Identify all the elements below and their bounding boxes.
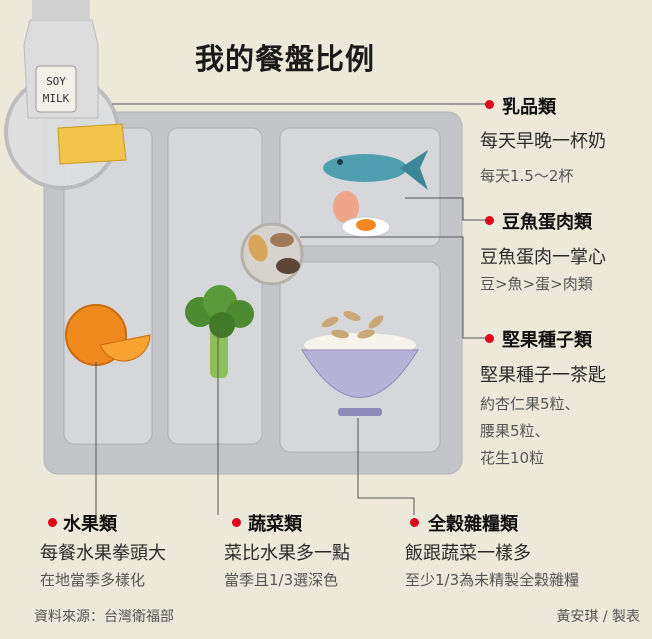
fruit-line1: 每餐水果拳頭大: [40, 543, 166, 564]
dairy-line1: 每天早晚一杯奶: [480, 131, 606, 152]
bullet-dot: [485, 216, 494, 225]
page-title: 我的餐盤比例: [195, 42, 376, 76]
bullet-dot: [485, 100, 494, 109]
source-note: 資料來源：台灣衛福部: [34, 609, 174, 625]
carton-text-milk: MILK: [43, 92, 70, 105]
bullet-dot: [410, 518, 419, 527]
egg-icon: [333, 191, 391, 238]
dairy-line2: 每天1.5～2杯: [480, 167, 574, 185]
nuts-line3: 腰果5粒、: [480, 422, 550, 440]
veg-line1: 菜比水果多一點: [224, 543, 350, 564]
protein-line2: 豆>魚>蛋>肉類: [480, 275, 593, 293]
protein-label: 豆魚蛋肉類: [502, 212, 592, 233]
nuts-label: 堅果種子類: [502, 330, 592, 351]
protein-line1: 豆魚蛋肉一掌心: [480, 247, 606, 268]
veg-label: 蔬菜類: [248, 514, 302, 535]
broccoli-icon: [185, 285, 254, 378]
bullet-dot: [48, 518, 57, 527]
nuts-line1: 堅果種子一茶匙: [480, 365, 606, 386]
cheese-icon: [57, 123, 127, 165]
soy-milk-carton-icon: SOY MILK: [23, 0, 99, 119]
fruit-label: 水果類: [63, 514, 117, 535]
nuts-line4: 花生10粒: [480, 449, 545, 467]
grain-line2: 至少1/3為未精製全穀雜糧: [405, 571, 580, 589]
rice-bowl-icon: [301, 311, 419, 416]
bullet-dot: [232, 518, 241, 527]
credit-note: 黃安琪 / 製表: [556, 609, 640, 625]
tray-compartment-protein: [279, 127, 441, 247]
veg-line2: 當季且1/3選深色: [224, 571, 339, 589]
carton-text-soy: SOY: [46, 75, 66, 88]
orange-icon: [65, 304, 151, 366]
dairy-label: 乳品類: [502, 97, 556, 118]
grain-label: 全穀雜糧類: [428, 514, 518, 535]
fish-icon: [323, 150, 428, 190]
grain-line1: 飯跟蔬菜一樣多: [405, 543, 531, 564]
nuts-line2: 約杏仁果5粒、: [480, 395, 580, 413]
fruit-line2: 在地當季多樣化: [40, 571, 146, 589]
leader-lines: [95, 103, 486, 515]
nuts-icon: [240, 222, 304, 286]
bullet-dot: [485, 334, 494, 343]
